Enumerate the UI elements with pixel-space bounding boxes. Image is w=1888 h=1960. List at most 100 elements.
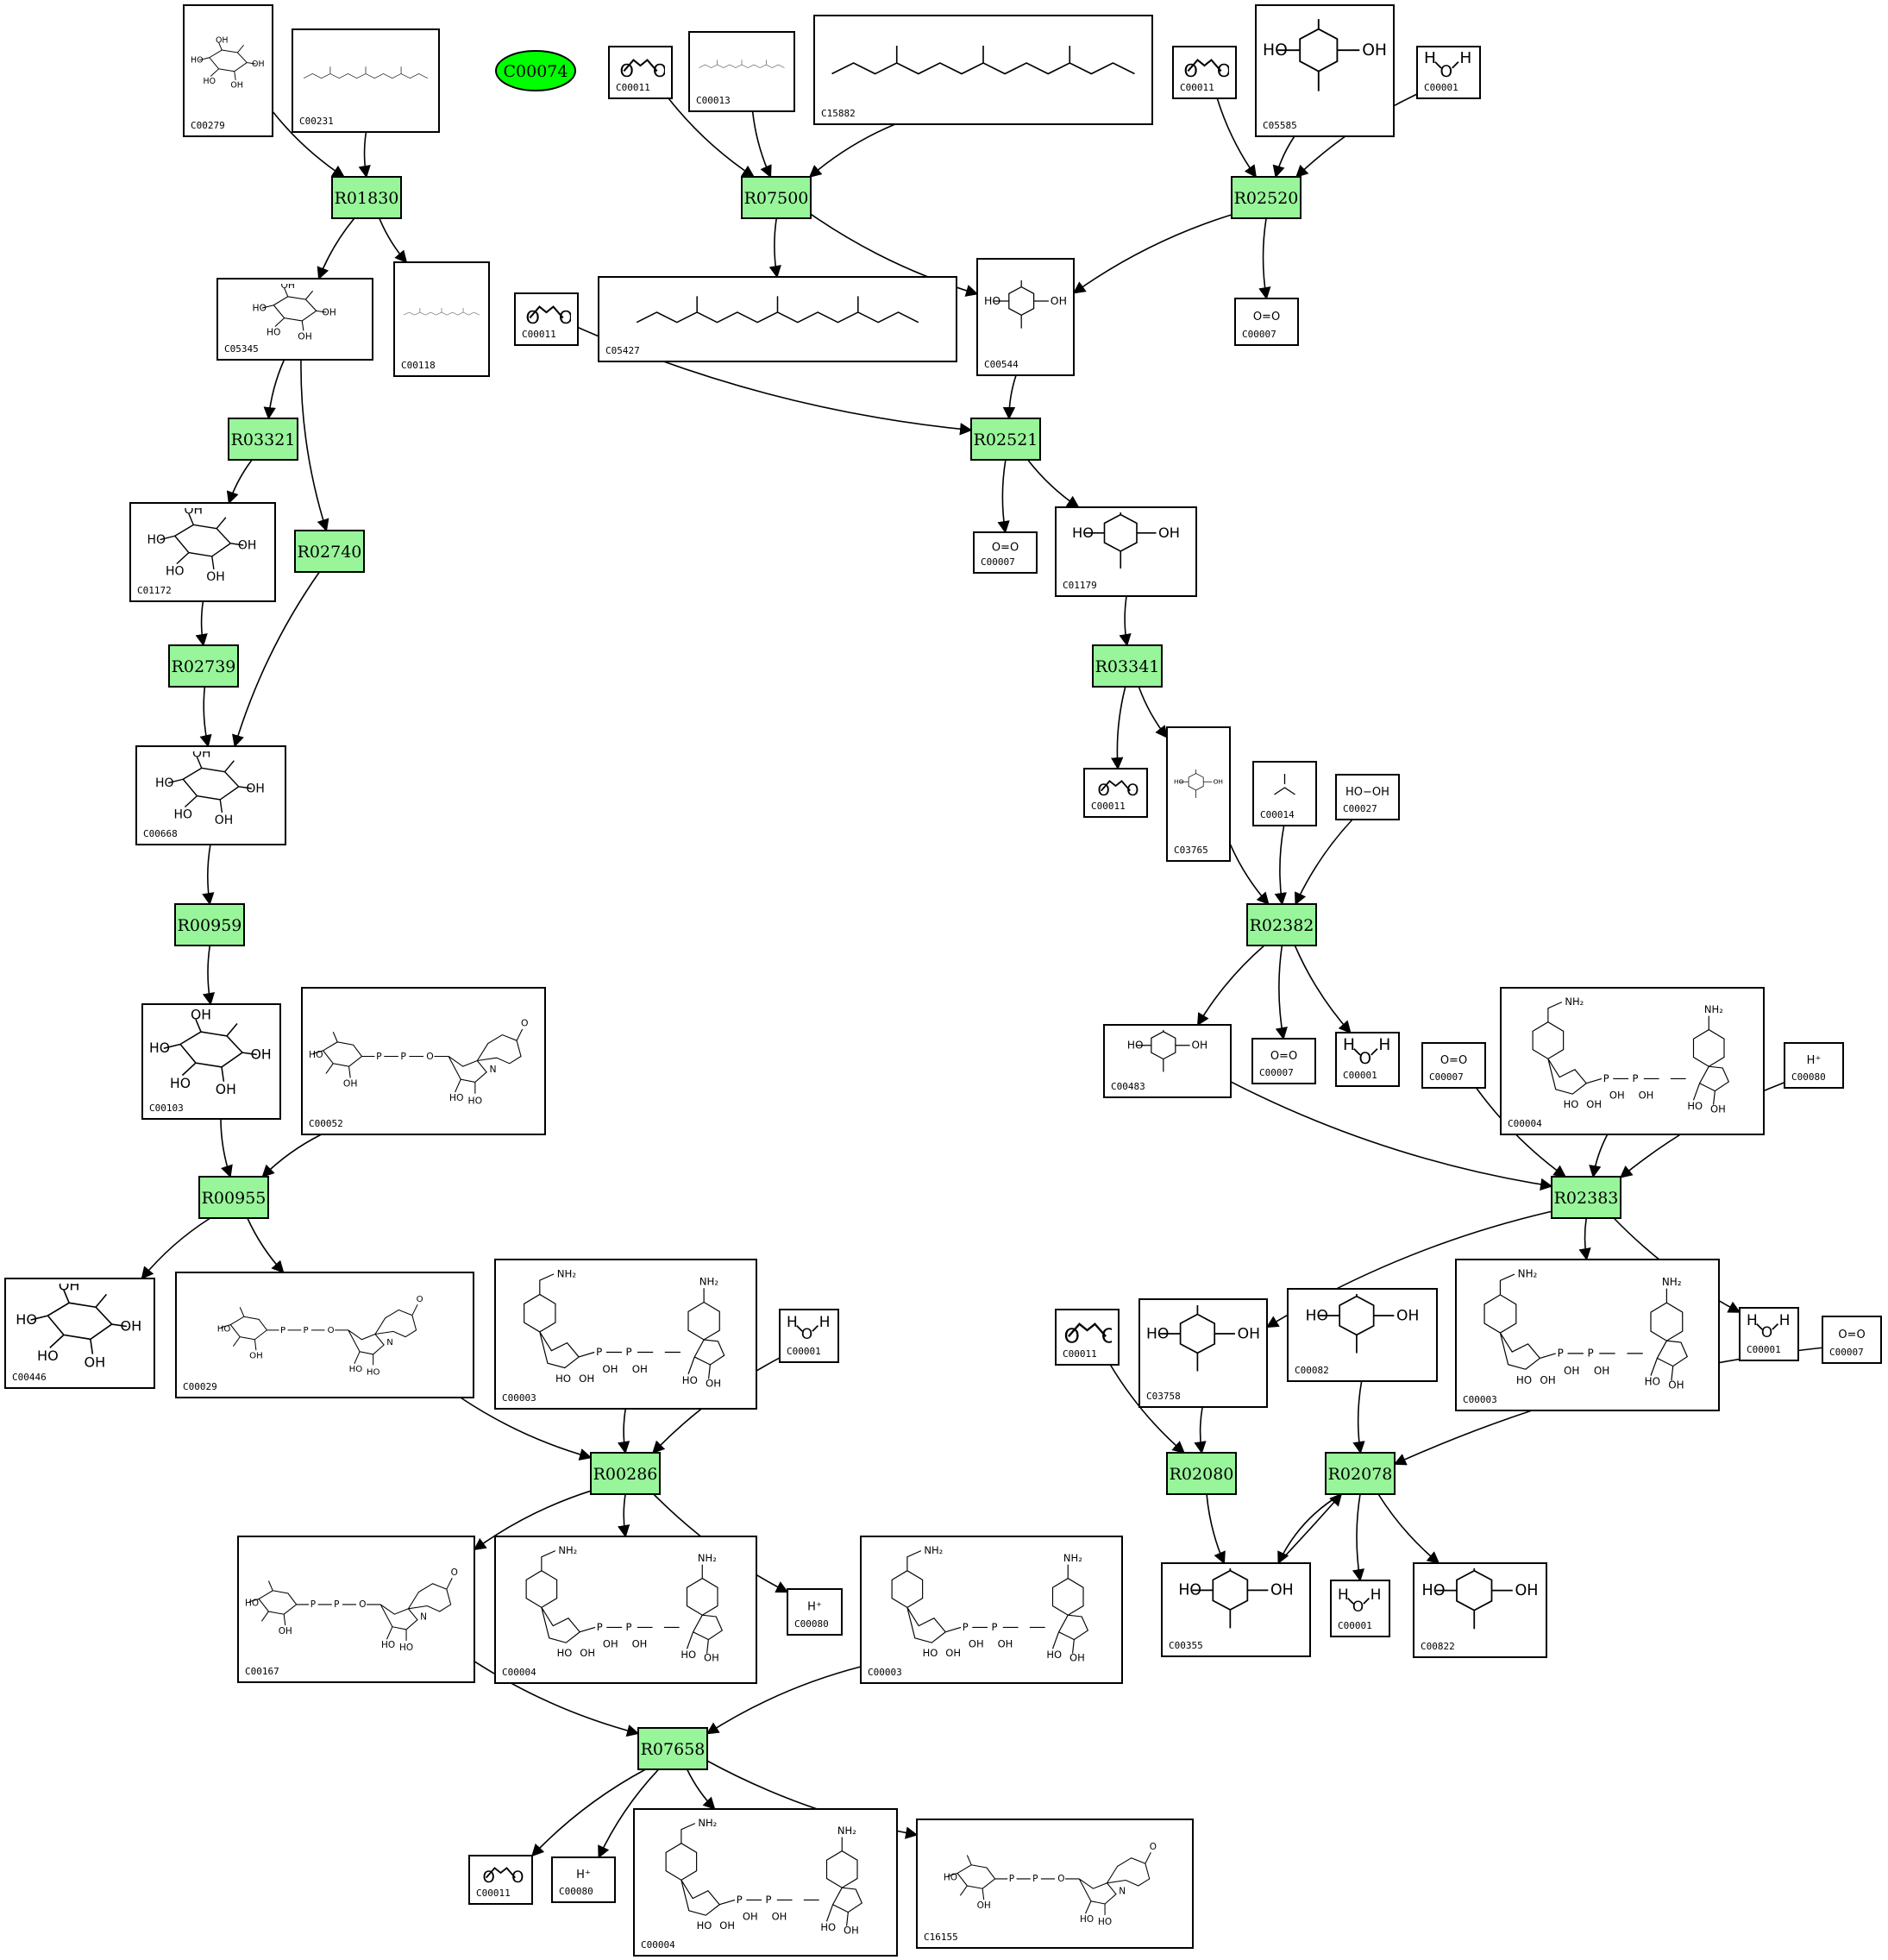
compound-c00001-c[interactable]: C00001 [779, 1309, 839, 1363]
compound-c00001-e[interactable]: C00001 [1330, 1580, 1390, 1637]
compound-id-label: C00080 [1791, 1071, 1826, 1083]
edge-R02521-to-c01179 [1027, 459, 1080, 508]
compound-c00483[interactable]: C00483 [1103, 1024, 1232, 1098]
compound-c00103[interactable]: C00103 [141, 1003, 281, 1120]
compound-c00003-b[interactable]: C00003 [1455, 1259, 1720, 1411]
compound-c03758[interactable]: C03758 [1138, 1298, 1268, 1408]
compound-c03765[interactable]: C03765 [1166, 726, 1231, 862]
reaction-r02382[interactable]: R02382 [1246, 903, 1317, 946]
compound-c00003-c[interactable]: C00003 [860, 1536, 1123, 1684]
reaction-r03341[interactable]: R03341 [1092, 644, 1163, 688]
compound-c00082[interactable]: C00082 [1287, 1287, 1438, 1382]
compound-c00013[interactable]: C00013 [688, 31, 795, 112]
edge-c01179-to-R03341 [1119, 595, 1132, 647]
edge-c00355-to-R02078 [1277, 1492, 1343, 1564]
edge-R02740-to-c00668 [232, 571, 320, 748]
compound-c01172[interactable]: C01172 [129, 502, 276, 602]
reaction-r02740[interactable]: R02740 [294, 530, 365, 573]
compound-id-label: C00001 [1747, 1344, 1781, 1355]
structure-formula: O=O [1440, 1054, 1467, 1067]
compound-c00011-d[interactable]: C00011 [1083, 768, 1148, 818]
compound-c00279[interactable]: C00279 [183, 4, 273, 137]
reaction-id-label: R02382 [1250, 916, 1314, 935]
compound-c00011-b[interactable]: C00011 [1172, 46, 1237, 99]
compound-c05427[interactable]: C05427 [598, 276, 957, 362]
reaction-id-label: R00955 [202, 1189, 267, 1208]
reaction-r02080[interactable]: R02080 [1166, 1452, 1237, 1495]
compound-id-label: C00001 [1424, 82, 1458, 93]
reaction-r07658[interactable]: R07658 [637, 1727, 708, 1770]
compound-c00029[interactable]: C00029 [175, 1272, 474, 1398]
compound-c00355[interactable]: C00355 [1161, 1561, 1311, 1657]
compound-c00001-b[interactable]: C00001 [1335, 1032, 1400, 1087]
compound-c00544[interactable]: C00544 [976, 258, 1075, 376]
compound-c00004-c[interactable]: C00004 [633, 1808, 898, 1957]
reaction-r01830[interactable]: R01830 [331, 176, 402, 219]
reaction-id-label: R02383 [1554, 1189, 1619, 1208]
compound-id-label: C00080 [559, 1886, 593, 1897]
compound-id-label: C00007 [1242, 329, 1276, 340]
compound-c00011-f[interactable]: C00011 [468, 1855, 533, 1905]
compound-c00004-b[interactable]: C00004 [494, 1536, 757, 1684]
compound-c00003-a[interactable]: C00003 [494, 1259, 757, 1410]
compound-c00011-a[interactable]: C00011 [608, 46, 673, 99]
compound-c05345[interactable]: C05345 [216, 278, 373, 361]
reaction-id-label: R07658 [641, 1740, 706, 1759]
compound-c00001-d[interactable]: C00001 [1739, 1307, 1799, 1361]
compound-id-label: C00027 [1343, 803, 1377, 814]
reaction-r00959[interactable]: R00959 [174, 903, 245, 946]
compound-c00446[interactable]: C00446 [4, 1277, 155, 1389]
edge-c00011_a-to-R07500 [668, 97, 756, 178]
edge-c00003_c-to-R07658 [706, 1666, 862, 1735]
reaction-r03321[interactable]: R03321 [228, 418, 298, 461]
reaction-r00286[interactable]: R00286 [590, 1452, 661, 1495]
compound-id-label: C00004 [502, 1667, 536, 1678]
compound-c00167[interactable]: C00167 [237, 1536, 475, 1683]
edge-R00286-to-c00167 [473, 1490, 592, 1551]
reaction-r02078[interactable]: R02078 [1325, 1452, 1396, 1495]
reaction-r02520[interactable]: R02520 [1231, 176, 1302, 219]
edge-R02382-to-c00007_c [1275, 945, 1288, 1040]
compound-c15882[interactable]: C15882 [813, 15, 1153, 125]
reaction-r02739[interactable]: R02739 [168, 644, 239, 688]
reaction-id-label: R02739 [172, 657, 236, 676]
reaction-r02383[interactable]: R02383 [1551, 1176, 1621, 1219]
legend-compound-ellipse[interactable]: C00074 [495, 50, 576, 91]
compound-c16155[interactable]: C16155 [916, 1819, 1194, 1949]
compound-c00001-a[interactable]: C00001 [1416, 46, 1481, 99]
compound-id-label: C00279 [191, 120, 225, 131]
reaction-id-label: R01830 [335, 189, 399, 208]
compound-id-label: C00004 [1508, 1118, 1542, 1129]
compound-id-label: C05345 [224, 343, 259, 355]
compound-c00004-a[interactable]: C00004 [1500, 987, 1765, 1135]
reaction-r07500[interactable]: R07500 [741, 176, 812, 219]
compound-c00011-c[interactable]: C00011 [514, 292, 579, 346]
reaction-id-label: R02740 [298, 543, 362, 562]
compound-id-label: C00167 [245, 1666, 279, 1677]
reaction-r02521[interactable]: R02521 [970, 418, 1041, 461]
compound-id-label: C05427 [605, 345, 640, 356]
reaction-r00955[interactable]: R00955 [198, 1176, 269, 1219]
compound-c00231[interactable]: C00231 [292, 28, 440, 133]
edge-R02520-to-c00007_a [1258, 217, 1271, 300]
compound-id-label: C00118 [401, 360, 436, 371]
compound-c00014[interactable]: C00014 [1252, 761, 1317, 826]
compound-c00668[interactable]: C00668 [135, 745, 286, 845]
edge-c05345-to-R03321 [263, 359, 285, 420]
compound-c00011-e[interactable]: C00011 [1055, 1309, 1120, 1366]
compound-c01179[interactable]: C01179 [1055, 506, 1197, 597]
compound-c00052[interactable]: C00052 [301, 987, 546, 1135]
compound-c00822[interactable]: C00822 [1413, 1561, 1547, 1658]
compound-c05585[interactable]: C05585 [1255, 4, 1395, 137]
reaction-id-label: R02080 [1170, 1465, 1234, 1484]
compound-c00118[interactable]: C00118 [393, 261, 490, 377]
